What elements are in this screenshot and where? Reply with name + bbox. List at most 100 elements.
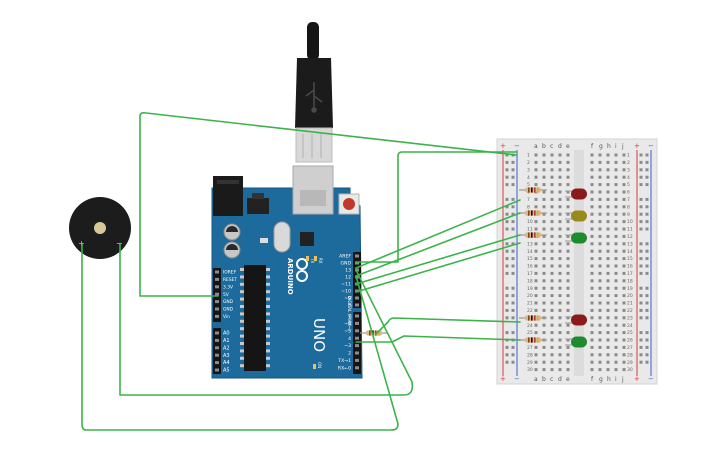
rail-hole[interactable] [645,212,649,216]
breadboard-hole[interactable] [606,234,610,238]
header-pin[interactable] [355,329,359,333]
breadboard-hole[interactable] [614,205,618,209]
rail-hole[interactable] [505,220,509,224]
breadboard-hole[interactable] [566,175,570,179]
breadboard-hole[interactable] [622,264,626,268]
breadboard-hole[interactable] [550,353,554,357]
breadboard-hole[interactable] [534,197,538,201]
rail-hole[interactable] [639,331,643,335]
rail-hole[interactable] [645,353,649,357]
rail-hole[interactable] [639,153,643,157]
breadboard-hole[interactable] [534,175,538,179]
breadboard-hole[interactable] [622,257,626,261]
breadboard-hole[interactable] [598,316,602,320]
resistor[interactable] [360,330,388,336]
breadboard-hole[interactable] [558,153,562,157]
breadboard-hole[interactable] [622,308,626,312]
breadboard-hole[interactable] [614,353,618,357]
breadboard-hole[interactable] [614,301,618,305]
breadboard-hole[interactable] [606,294,610,298]
breadboard-hole[interactable] [550,220,554,224]
breadboard-hole[interactable] [534,227,538,231]
breadboard-hole[interactable] [590,242,594,246]
breadboard-hole[interactable] [598,234,602,238]
breadboard-hole[interactable] [614,294,618,298]
header-pin[interactable] [355,336,359,340]
piezo-buzzer[interactable]: + − [69,197,131,259]
breadboard-hole[interactable] [542,249,546,253]
breadboard-hole[interactable] [566,168,570,172]
breadboard-hole[interactable] [550,294,554,298]
rail-hole[interactable] [511,205,515,209]
header-pin[interactable] [355,366,359,370]
breadboard-hole[interactable] [622,368,626,372]
breadboard-hole[interactable] [550,257,554,261]
breadboard-hole[interactable] [550,190,554,194]
breadboard-hole[interactable] [558,264,562,268]
wire-5v-to-breadboard[interactable] [139,112,517,297]
rail-hole[interactable] [645,242,649,246]
breadboard-hole[interactable] [566,301,570,305]
wire-pin11-to-led[interactable] [355,234,521,285]
breadboard-hole[interactable] [566,264,570,268]
breadboard-hole[interactable] [606,197,610,201]
breadboard-hole[interactable] [558,360,562,364]
rail-hole[interactable] [645,308,649,312]
breadboard-hole[interactable] [598,331,602,335]
breadboard-hole[interactable] [566,271,570,275]
rail-hole[interactable] [505,212,509,216]
header-pin[interactable] [355,254,359,258]
breadboard-hole[interactable] [606,286,610,290]
breadboard-hole[interactable] [550,286,554,290]
breadboard-hole[interactable] [566,205,570,209]
rail-hole[interactable] [645,345,649,349]
breadboard-hole[interactable] [614,153,618,157]
breadboard-hole[interactable] [590,286,594,290]
breadboard-hole[interactable] [590,175,594,179]
rail-hole[interactable] [511,271,515,275]
rail-hole[interactable] [505,160,509,164]
rail-hole[interactable] [639,242,643,246]
header-pin[interactable] [355,261,359,265]
breadboard-hole[interactable] [542,153,546,157]
rail-hole[interactable] [639,249,643,253]
resistor[interactable] [519,187,547,193]
breadboard-hole[interactable] [542,368,546,372]
breadboard-hole[interactable] [614,220,618,224]
rail-hole[interactable] [505,205,509,209]
breadboard-hole[interactable] [542,345,546,349]
rail-hole[interactable] [639,257,643,261]
header-pin[interactable] [355,314,359,318]
breadboard-hole[interactable] [598,338,602,342]
breadboard-hole[interactable] [622,160,626,164]
breadboard-hole[interactable] [598,205,602,209]
breadboard-hole[interactable] [614,168,618,172]
breadboard-hole[interactable] [606,308,610,312]
rail-hole[interactable] [505,331,509,335]
breadboard-hole[interactable] [614,183,618,187]
rail-hole[interactable] [505,249,509,253]
rail-hole[interactable] [639,301,643,305]
breadboard-hole[interactable] [598,242,602,246]
breadboard-hole[interactable] [590,345,594,349]
breadboard-hole[interactable] [542,264,546,268]
rail-hole[interactable] [639,168,643,172]
breadboard-hole[interactable] [542,242,546,246]
rail-hole[interactable] [645,220,649,224]
header-pin[interactable] [215,331,219,335]
rail-hole[interactable] [505,316,509,320]
breadboard-hole[interactable] [622,286,626,290]
breadboard-hole[interactable] [558,368,562,372]
led[interactable] [565,314,587,326]
rail-hole[interactable] [639,345,643,349]
rail-hole[interactable] [511,345,515,349]
breadboard-hole[interactable] [550,153,554,157]
breadboard-hole[interactable] [542,175,546,179]
breadboard-hole[interactable] [550,368,554,372]
resistor[interactable] [519,210,547,216]
breadboard-hole[interactable] [622,197,626,201]
breadboard-hole[interactable] [542,257,546,261]
breadboard-hole[interactable] [590,301,594,305]
breadboard-hole[interactable] [622,168,626,172]
breadboard-hole[interactable] [598,257,602,261]
